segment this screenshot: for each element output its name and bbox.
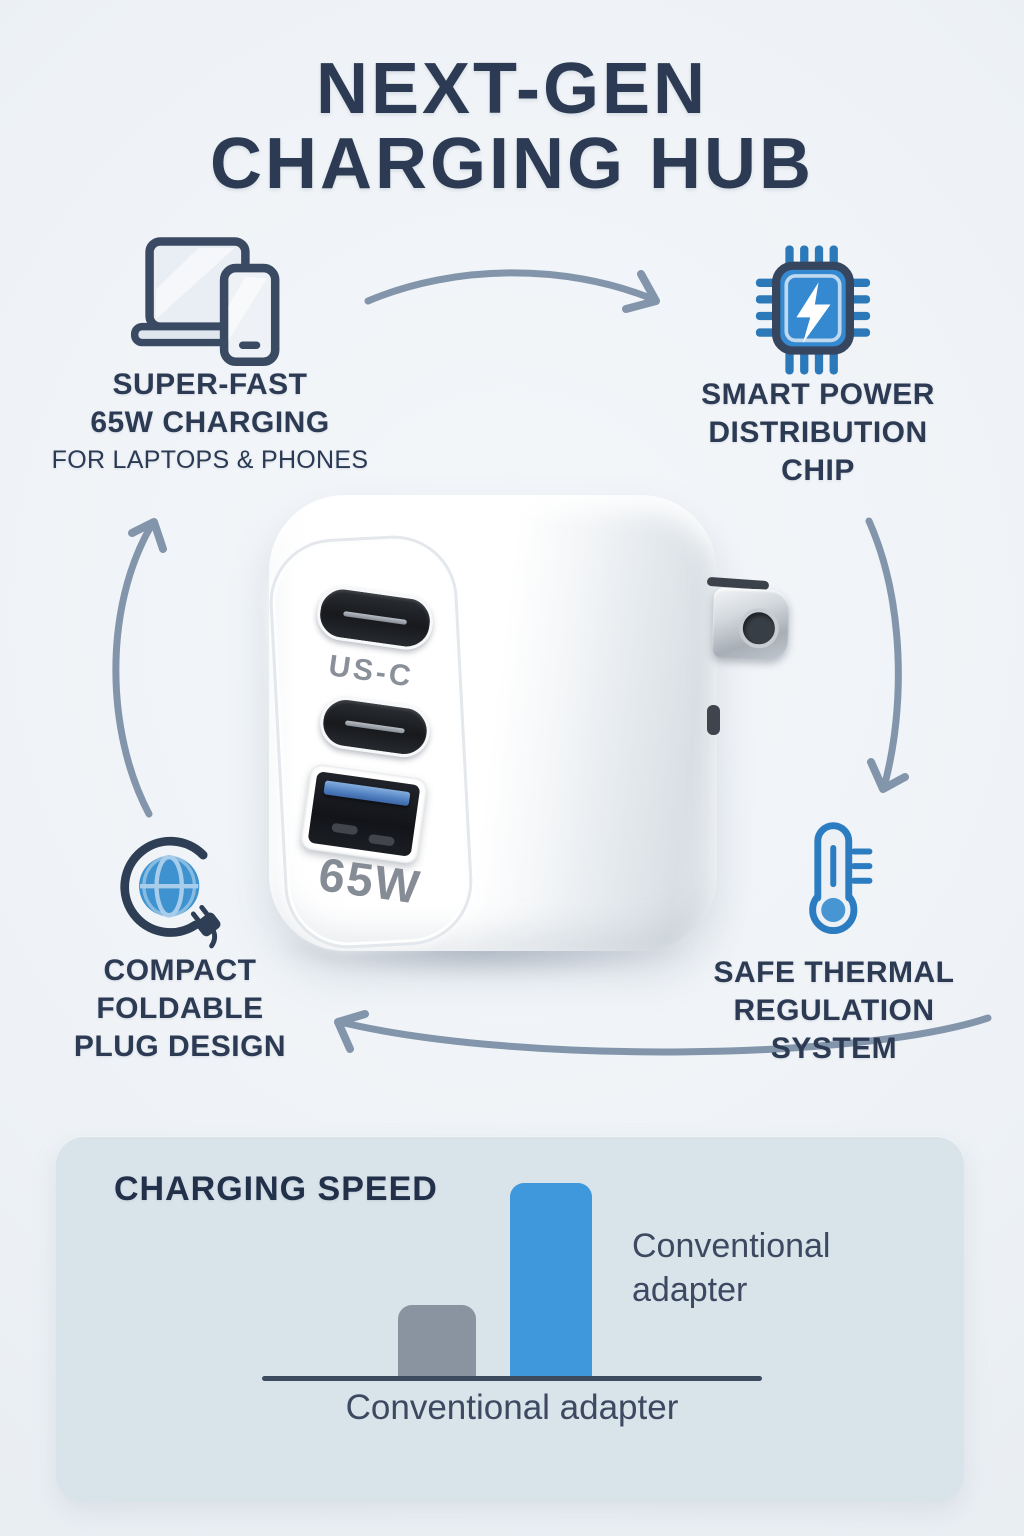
bar-side-label: Conventional adapter [632, 1224, 830, 1312]
feature-thermal-line1: SAFE THERMAL [713, 956, 955, 989]
plug-glyph [190, 904, 221, 949]
feature-compact-line1: COMPACT [103, 954, 257, 987]
feature-compact-line3: PLUG DESIGN [73, 1030, 287, 1064]
laptop-phone-icon [130, 237, 280, 366]
page-title-line1: NEXT-GEN [315, 49, 709, 129]
feature-thermal-line3: SYSTEM [770, 1032, 898, 1066]
plug-prong-hole [738, 607, 780, 649]
bar-side-label-line1: Conventional [632, 1227, 831, 1265]
charger-product-image: US-C 65W [255, 487, 791, 982]
usb-a-contact [331, 822, 359, 836]
chart-x-axis-label: Conventional adapter [345, 1388, 679, 1427]
feature-super-fast: SUPER-FAST 65W CHARGING FOR LAPTOPS & PH… [28, 366, 392, 477]
arrow-left [112, 518, 167, 818]
feature-compact: COMPACT FOLDABLE PLUG DESIGN [12, 952, 348, 1066]
feature-smart-power-line2: DISTRIBUTION [708, 416, 928, 450]
usb-a-contact [368, 833, 396, 847]
thermometer-icon [809, 822, 873, 935]
arrow-top [364, 269, 660, 313]
usb-a-cavity [307, 771, 421, 857]
usb-c-pin [344, 720, 406, 734]
feature-super-fast-line2: 65W CHARGING [90, 406, 330, 440]
bar-next-gen-hub [510, 1183, 592, 1377]
feature-compact-line2: FOLDABLE [96, 992, 264, 1026]
globe-plug-icon [120, 836, 221, 949]
plug-prong-lower [707, 705, 720, 735]
plug-prong [711, 587, 791, 661]
chart-title: CHARGING SPEED [114, 1170, 438, 1208]
usb-a-tongue [323, 780, 411, 807]
chart-axis-line [262, 1376, 762, 1381]
feature-thermal-line2: REGULATION [733, 994, 935, 1028]
feature-super-fast-line3: FOR LAPTOPS & PHONES [51, 446, 369, 475]
chip-icon [755, 245, 871, 375]
usb-c-pin [343, 611, 407, 625]
feature-thermal: SAFE THERMAL REGULATION SYSTEM [662, 954, 1006, 1068]
feature-super-fast-line1: SUPER-FAST [112, 368, 308, 401]
charging-speed-panel: CHARGING SPEED Conventional adapter Conv… [56, 1136, 964, 1502]
feature-smart-power-line1: SMART POWER [701, 378, 935, 411]
feature-smart-power-line3: CHIP [781, 454, 855, 488]
bar-side-label-line2: adapter [632, 1271, 748, 1310]
bar-conventional-adapter [398, 1305, 476, 1377]
arrow-right [865, 517, 909, 793]
page-title-line2: CHARGING HUB [210, 123, 814, 204]
feature-smart-power: SMART POWER DISTRIBUTION CHIP [650, 376, 986, 490]
page-title: NEXT-GEN CHARGING HUB [0, 52, 1024, 202]
